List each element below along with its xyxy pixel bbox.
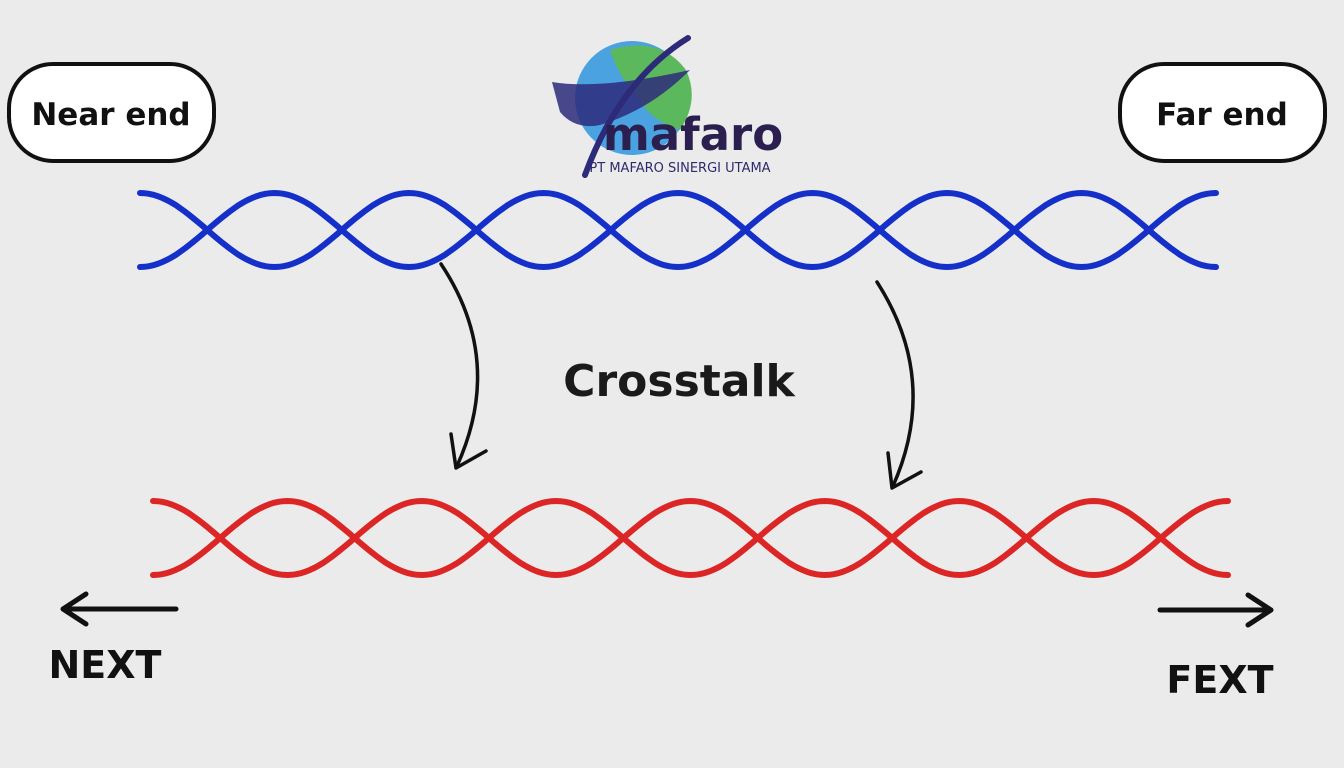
curved-arrow-down-icon [875, 280, 923, 490]
arrow-right-icon [1157, 592, 1274, 628]
fext-label: FEXT [1166, 658, 1273, 702]
bottom-twisted-pair [150, 497, 1231, 579]
mafaro-logo: mafaro PT MAFARO SINERGI UTAMA [552, 35, 783, 178]
arrow-left-icon [60, 591, 179, 627]
crosstalk-title: Crosstalk [563, 356, 796, 407]
next-label: NEXT [49, 643, 162, 687]
logo-wordmark: mafaro [603, 108, 783, 161]
top-cable-strand-b [137, 189, 1219, 271]
far-end-pill: Far end [1118, 62, 1327, 163]
bottom-cable-strand-b [150, 497, 1231, 579]
near-end-label: Near end [31, 97, 190, 133]
near-end-pill: Near end [7, 62, 216, 163]
top-twisted-pair [137, 189, 1219, 271]
top-cable-strand-a [137, 189, 1219, 271]
swoosh-stroke-icon [582, 35, 691, 178]
curved-arrow-down-icon [439, 262, 488, 470]
bottom-cable-strand-a [150, 497, 1231, 579]
far-end-label: Far end [1156, 97, 1288, 133]
logo-tagline: PT MAFARO SINERGI UTAMA [589, 161, 770, 176]
swoosh-icon [552, 70, 690, 127]
